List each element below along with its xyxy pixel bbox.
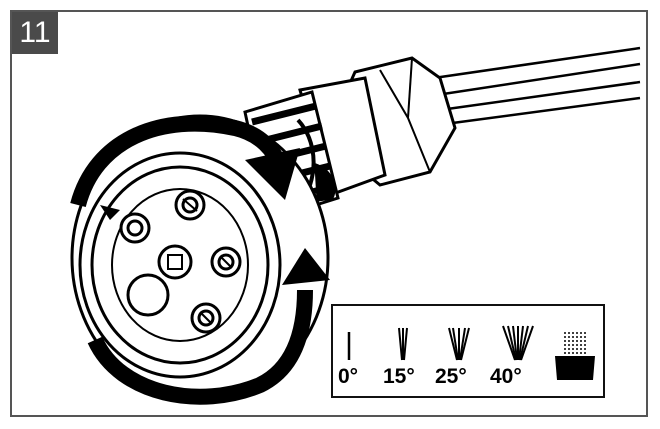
angle-label-40: 40° — [490, 365, 522, 388]
spray-15-icon — [398, 327, 408, 361]
spray-40-icon — [502, 325, 534, 361]
spray-icons — [347, 325, 595, 380]
rotation-arrows — [70, 115, 313, 405]
angle-label-25: 25° — [435, 365, 467, 388]
angle-label-0: 0° — [338, 365, 359, 388]
spray-25-icon — [448, 327, 470, 361]
step-number-badge: 11 — [12, 12, 58, 54]
angle-label-15: 15° — [383, 365, 415, 388]
arrowheads — [245, 148, 330, 285]
lance-tubes — [419, 46, 641, 126]
spray-angle-legend: 0° 15° 25° 40° — [331, 304, 605, 398]
brush-icon — [555, 332, 595, 380]
face-notch — [100, 205, 120, 220]
nozzle-outlets — [119, 189, 242, 334]
